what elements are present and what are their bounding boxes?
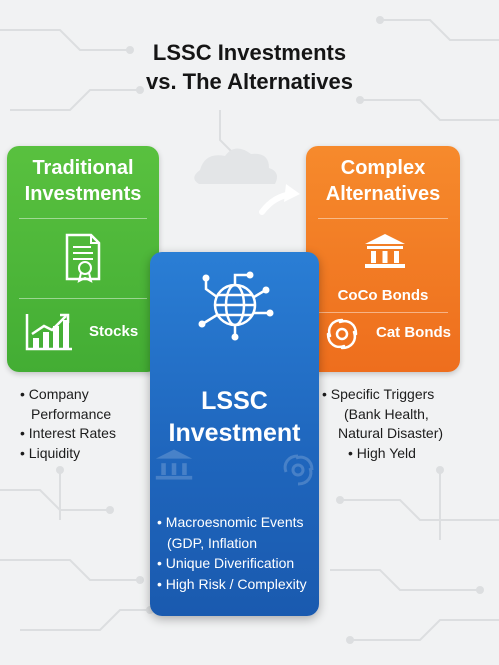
list-item: • High Yeld [348, 444, 416, 461]
lssc-card-title: LSSC Investment [150, 385, 319, 449]
page-title-line1: LSSC Investments [152, 40, 347, 65]
bank-watermark-icon [155, 449, 193, 480]
complex-card-title: Complex Alternatives [306, 155, 460, 207]
complex-title-line1: Complex [340, 157, 426, 179]
list-item: • Liquidity [20, 444, 81, 461]
complex-divider-top [318, 218, 448, 219]
page-title-line2: vs. The Alternatives [145, 69, 354, 94]
page-title: LSSC Investments vs. The Alternatives [0, 38, 499, 96]
bank-building-icon [365, 234, 405, 268]
list-item: (GDP, Inflation [167, 534, 258, 551]
list-item: • Interest Rates [20, 425, 116, 441]
traditional-divider-top [19, 218, 147, 219]
complex-alternatives-card: Complex Alternatives CoCo Bonds Cat Bond… [306, 146, 460, 372]
traditional-divider-bottom [19, 298, 147, 299]
right-item1: • Specific Triggers [322, 386, 435, 402]
traditional-title-line1: Traditional [32, 157, 134, 179]
left-item1-line2: Performance [31, 405, 112, 422]
cat-bonds-label: Cat Bonds [376, 324, 451, 341]
list-item: • Unique Diverification [157, 555, 295, 571]
lssc-features-list: • Macroesnomic Events (GDP, Inflation • … [157, 512, 317, 594]
complex-features-list: • Specific Triggers (Bank Health, Natural … [322, 385, 482, 463]
right-item1-line2: (Bank Health, [344, 405, 429, 422]
list-item: • Macroesnomic Events [157, 514, 304, 530]
bar-chart-growth-icon [25, 313, 72, 351]
complex-divider-bottom [318, 312, 448, 313]
globe-network-icon [198, 271, 274, 341]
lssc-title-line1: LSSC [201, 387, 268, 415]
list-item: • High Risk / Complexity [157, 575, 307, 592]
list-item: • Specific Triggers (Bank Health, Natural … [322, 385, 482, 444]
lssc-investment-card: LSSC Investment • Macroesnomic Events (G… [150, 252, 319, 616]
traditional-investments-card: Traditional Investments Stocks [7, 146, 159, 372]
right-item1-line3: Natural Disaster) [338, 425, 444, 441]
coco-bonds-label: CoCo Bonds [337, 287, 429, 304]
complex-title-line2: Alternatives [325, 183, 441, 205]
certificate-document-icon [65, 233, 101, 283]
cyclone-watermark-icon [283, 454, 314, 486]
stocks-label: Stocks [89, 323, 139, 340]
lssc-title-line2: Investment [168, 419, 301, 447]
left-item1-line1: • Company [20, 386, 89, 402]
traditional-title-line2: Investments [24, 183, 142, 205]
cyclone-icon [326, 318, 358, 350]
traditional-card-title: Traditional Investments [7, 155, 159, 207]
